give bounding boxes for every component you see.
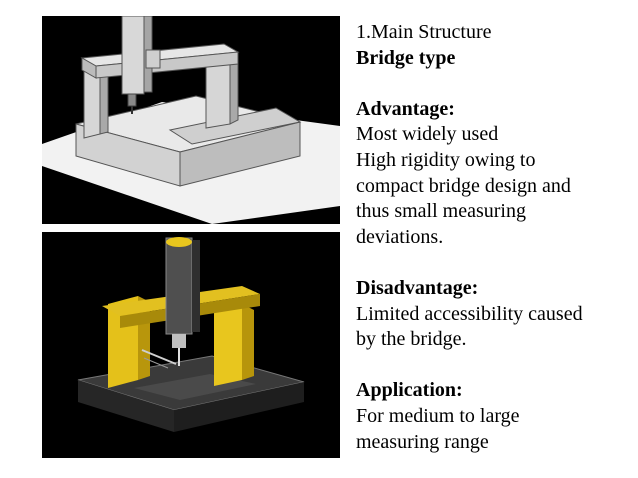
bridge-cmm-drawing	[42, 16, 340, 224]
bridge-cmm-photo	[42, 232, 340, 458]
advantage-line: compact bridge design and	[356, 174, 571, 197]
disadvantage-line: by the bridge.	[356, 328, 467, 351]
bridge-cmm-photo-graphic	[77, 237, 305, 432]
bridge-cmm-drawing-graphic	[42, 16, 340, 224]
application-line: measuring range	[356, 430, 489, 453]
application-label: Application:	[356, 379, 463, 402]
spacer	[356, 353, 632, 379]
advantage-line: deviations.	[356, 225, 444, 248]
application-line: For medium to large	[356, 404, 520, 427]
heading: 1.Main Structure	[356, 21, 492, 43]
disadvantage-line: Limited accessibility caused	[356, 302, 583, 325]
disadvantage-label: Disadvantage:	[356, 276, 479, 299]
slide-text: 1.Main Structure Bridge type Advantage: …	[356, 20, 632, 455]
advantage-line: High rigidity owing to	[356, 148, 536, 171]
advantage-label: Advantage:	[356, 97, 455, 120]
spacer	[356, 71, 632, 97]
advantage-line: thus small measuring	[356, 200, 526, 223]
advantage-line: Most widely used	[356, 123, 499, 146]
subheading: Bridge type	[356, 46, 456, 69]
spacer	[356, 250, 632, 276]
